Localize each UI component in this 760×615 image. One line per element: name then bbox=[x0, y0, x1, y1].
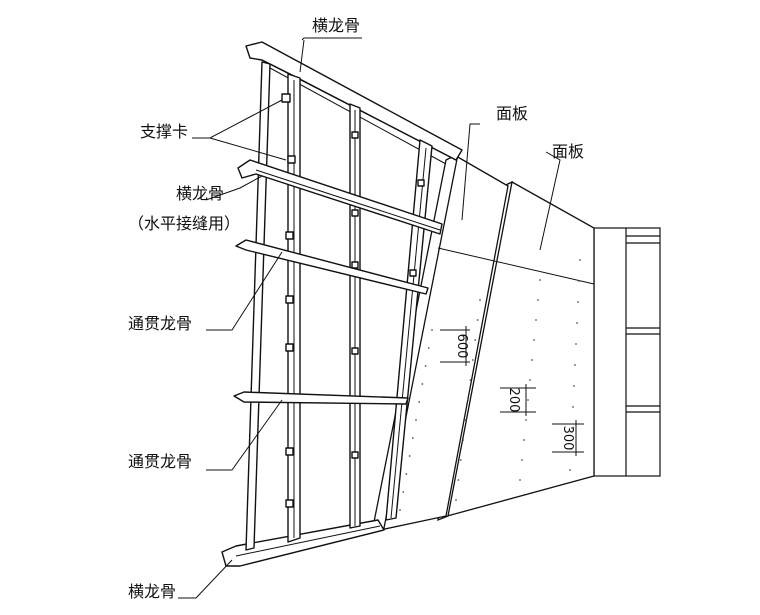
label-panel-1: 面板 bbox=[496, 104, 529, 123]
label-brace-clip: 支撑卡 bbox=[140, 122, 189, 141]
leader-brace-clip-2 bbox=[209, 137, 287, 161]
dimension-600 bbox=[440, 326, 470, 366]
leader-lines bbox=[178, 37, 561, 599]
leader-channel-2 bbox=[206, 399, 283, 471]
existing-wall bbox=[593, 227, 661, 477]
screw-mark bbox=[529, 379, 531, 381]
dimension-600-text: 600 bbox=[454, 334, 469, 359]
screw-mark bbox=[464, 419, 467, 421]
screw-marks bbox=[399, 259, 581, 511]
leader-joint-runner bbox=[205, 175, 263, 201]
screw-mark bbox=[399, 509, 401, 511]
steel-frame bbox=[221, 41, 463, 567]
screw-mark bbox=[527, 399, 529, 401]
leader-panel-2 bbox=[539, 151, 561, 251]
brace-clip bbox=[285, 447, 294, 456]
dimension-300-text: 300 bbox=[560, 426, 575, 451]
screw-mark bbox=[525, 419, 527, 421]
screw-mark bbox=[519, 479, 521, 481]
stud-1 bbox=[245, 61, 271, 551]
brace-clip bbox=[417, 179, 425, 187]
screw-mark bbox=[415, 419, 417, 421]
screw-mark bbox=[523, 439, 525, 441]
through-channel-upper bbox=[235, 239, 429, 295]
leader-bottom-runner bbox=[178, 559, 233, 599]
screw-mark bbox=[479, 299, 481, 301]
label-horizontal-runner-note: （水平接缝用） bbox=[128, 214, 241, 233]
screw-mark bbox=[533, 339, 535, 341]
panel-top-shadow bbox=[437, 247, 595, 285]
screw-mark bbox=[521, 459, 523, 461]
bottom-runner-edge bbox=[235, 525, 381, 557]
screw-mark bbox=[408, 455, 411, 457]
screw-mark bbox=[471, 359, 474, 361]
screw-mark bbox=[431, 329, 433, 331]
brace-clip bbox=[351, 451, 359, 459]
label-through-channel-1: 通贯龙骨 bbox=[128, 314, 193, 333]
joint-runner-edge bbox=[255, 169, 441, 231]
screw-mark bbox=[537, 299, 539, 301]
brace-clip bbox=[287, 155, 296, 164]
brace-clip bbox=[281, 93, 291, 103]
screw-mark bbox=[411, 437, 414, 439]
brace-clip bbox=[351, 131, 359, 139]
label-through-channel-2: 通贯龙骨 bbox=[128, 452, 193, 471]
leader-panel-1 bbox=[461, 123, 480, 221]
screw-mark bbox=[574, 364, 576, 366]
leader-top-runner bbox=[301, 37, 362, 41]
brace-clip bbox=[285, 295, 294, 304]
screw-mark bbox=[467, 399, 469, 401]
screw-mark bbox=[476, 319, 479, 321]
screw-mark bbox=[418, 401, 421, 403]
brace-clip bbox=[285, 499, 294, 508]
brace-clip bbox=[285, 343, 294, 352]
leader-top-runner bbox=[299, 39, 305, 73]
brace-clip bbox=[351, 209, 359, 217]
screw-mark bbox=[539, 279, 541, 281]
through-channel-lower bbox=[233, 391, 409, 405]
leader-channel-1 bbox=[206, 251, 283, 331]
screw-mark bbox=[576, 322, 578, 324]
screw-mark bbox=[573, 385, 575, 387]
screw-mark bbox=[402, 491, 405, 493]
brace-clip bbox=[351, 347, 359, 355]
screw-mark bbox=[570, 448, 572, 450]
dimension-300 bbox=[552, 420, 584, 456]
screw-mark bbox=[421, 383, 424, 385]
brace-clip bbox=[351, 261, 359, 269]
screw-mark bbox=[577, 301, 579, 303]
dimension-200-text: 200 bbox=[506, 388, 521, 413]
label-panel-2: 面板 bbox=[552, 142, 585, 161]
screw-mark bbox=[569, 469, 571, 471]
screw-mark bbox=[469, 379, 472, 381]
screw-mark bbox=[427, 347, 430, 349]
screw-mark bbox=[578, 280, 580, 282]
brace-clip bbox=[285, 231, 294, 240]
label-top-runner: 横龙骨 bbox=[312, 16, 361, 35]
label-horizontal-runner: 横龙骨 bbox=[176, 184, 225, 203]
wall-face bbox=[593, 227, 661, 477]
screw-mark bbox=[459, 459, 462, 461]
label-bottom-runner: 横龙骨 bbox=[128, 582, 177, 601]
screw-mark bbox=[531, 359, 533, 361]
screw-mark bbox=[535, 319, 537, 321]
screw-mark bbox=[455, 499, 457, 501]
screw-mark bbox=[424, 365, 427, 367]
screw-mark bbox=[571, 427, 573, 429]
screw-mark bbox=[405, 473, 408, 475]
screw-mark bbox=[462, 439, 465, 441]
brace-clip bbox=[409, 269, 417, 277]
screw-mark bbox=[474, 339, 477, 341]
screw-mark bbox=[579, 259, 581, 261]
screw-mark bbox=[457, 479, 460, 481]
stud-4-web bbox=[390, 147, 427, 519]
dimension-200 bbox=[500, 384, 536, 416]
screw-mark bbox=[572, 406, 574, 408]
screw-mark bbox=[575, 343, 577, 345]
